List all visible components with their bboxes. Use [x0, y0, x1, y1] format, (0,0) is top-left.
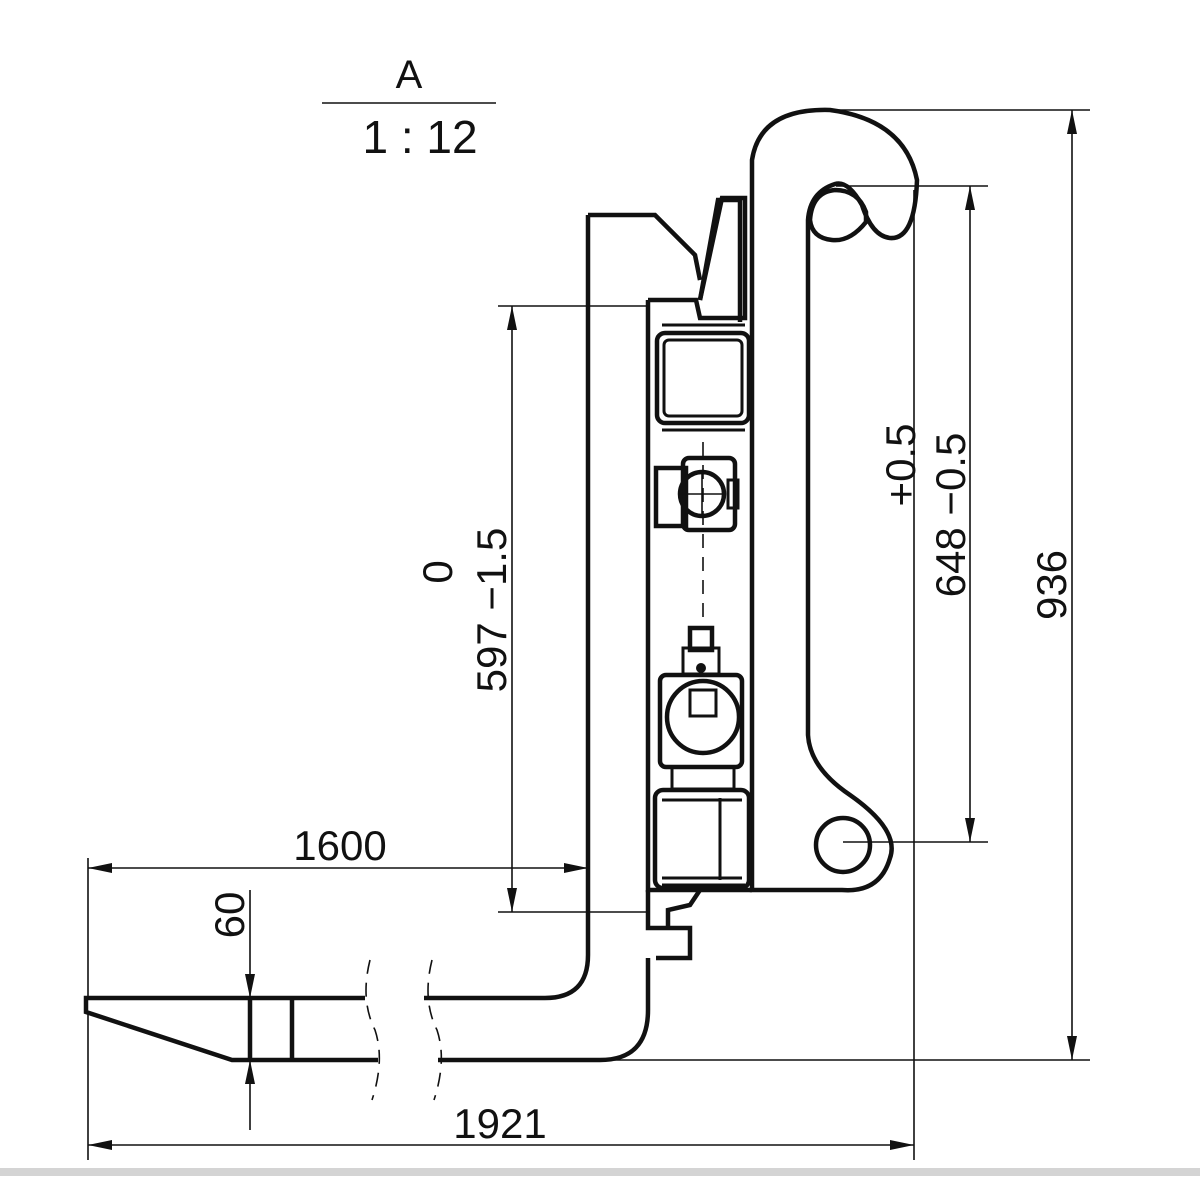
carriage-height-tol-lower: −1.5: [468, 528, 515, 611]
hook-plate: [749, 107, 920, 893]
overall-length-value: 1921: [453, 1100, 546, 1147]
carriage-height-tol-upper: 0: [414, 560, 461, 583]
hook-slot: [807, 187, 869, 243]
carriage-height-value: 597: [468, 622, 515, 692]
break-line-right: [427, 959, 443, 1101]
fork-thickness-value: 60: [206, 892, 253, 939]
carriage-height-label: 597 −1.5: [468, 528, 515, 693]
hook-spacing-tol-lower: −0.5: [927, 433, 974, 516]
dimension-fork-thickness: 60: [206, 890, 255, 1130]
view-label: A 1 : 12: [322, 53, 496, 163]
dimension-overall-height: 936: [600, 109, 1090, 1061]
upper-wedge: [697, 197, 743, 322]
lower-carriage-step: [645, 888, 702, 961]
dimension-hook-spacing: 648 −0.5 +0.5: [836, 185, 988, 843]
fork: [83, 212, 703, 1101]
hook-spacing-tol-upper: +0.5: [877, 424, 924, 507]
hook-spacing-label: 648 −0.5: [927, 433, 974, 598]
carriage-outline: [645, 195, 752, 893]
page-bottom-rule: [0, 1168, 1200, 1176]
view-letter: A: [396, 53, 423, 97]
lower-crossbar: [652, 787, 752, 891]
carriage-frame: [645, 195, 752, 893]
break-line-left: [365, 959, 381, 1101]
dimension-fork-length: 1600: [87, 822, 588, 1000]
lower-locking-bolt: [657, 625, 745, 791]
dimension-carriage-height: 597 −1.5 0: [414, 305, 650, 913]
fork-shank: [83, 212, 703, 1063]
fork-length-value: 1600: [293, 822, 386, 869]
hook-pin-hole: [813, 815, 873, 875]
dimension-overall-length: 1921: [87, 190, 915, 1160]
hook-spacing-value: 648: [927, 527, 974, 597]
overall-height-value: 936: [1028, 550, 1075, 620]
upper-crossbar-inner: [662, 338, 744, 418]
view-scale: 1 : 12: [362, 111, 477, 163]
upper-crossbar: [654, 330, 752, 426]
